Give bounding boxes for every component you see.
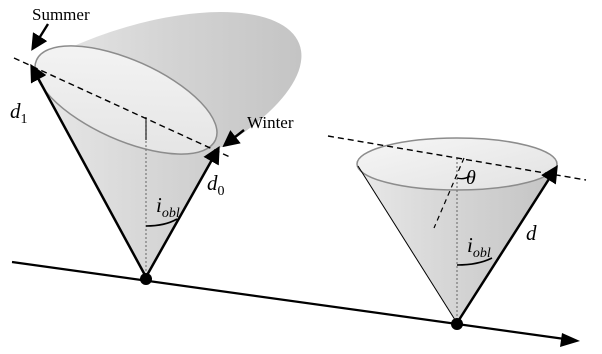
iobl-left-main: i — [156, 193, 162, 217]
right-iobl-arc — [456, 257, 493, 266]
iobl-right-label: iobl — [467, 233, 491, 261]
right-tilted-axis — [433, 157, 465, 229]
summer-label: Summer — [32, 5, 90, 24]
iobl-left-label: iobl — [156, 193, 180, 221]
d-label: d — [526, 221, 537, 245]
right-cone-base-point — [451, 318, 463, 330]
left-cone-top — [34, 45, 218, 155]
iobl-right-main: i — [467, 233, 473, 257]
d1-main: d — [10, 99, 21, 123]
left-cone-d0-side — [144, 145, 220, 278]
theta-arc — [456, 175, 471, 180]
right-cone-d-side — [455, 165, 558, 324]
winter-label: Winter — [247, 113, 294, 132]
left-iobl-arc — [145, 218, 178, 227]
iobl-left-sub: obl — [162, 206, 180, 221]
summer-arrow — [31, 23, 50, 51]
d0-sub: 0 — [218, 184, 225, 199]
d0-label: d0 — [207, 171, 225, 199]
left-cone-base-point — [140, 273, 152, 285]
d1-label: d1 — [10, 99, 28, 127]
iobl-right-sub: obl — [473, 246, 491, 261]
right-cone-left-side — [357, 165, 458, 324]
orbit-line — [11, 260, 573, 342]
left-cone-d1-side — [30, 63, 148, 278]
left-cone — [13, 12, 302, 285]
theta-label: θ — [466, 167, 476, 189]
right-dashed-line — [327, 135, 587, 181]
orbit-arrowhead — [560, 333, 580, 347]
d1-sub: 1 — [21, 112, 28, 127]
winter-arrow — [222, 129, 245, 148]
right-cone — [327, 135, 587, 330]
d0-main: d — [207, 171, 218, 195]
